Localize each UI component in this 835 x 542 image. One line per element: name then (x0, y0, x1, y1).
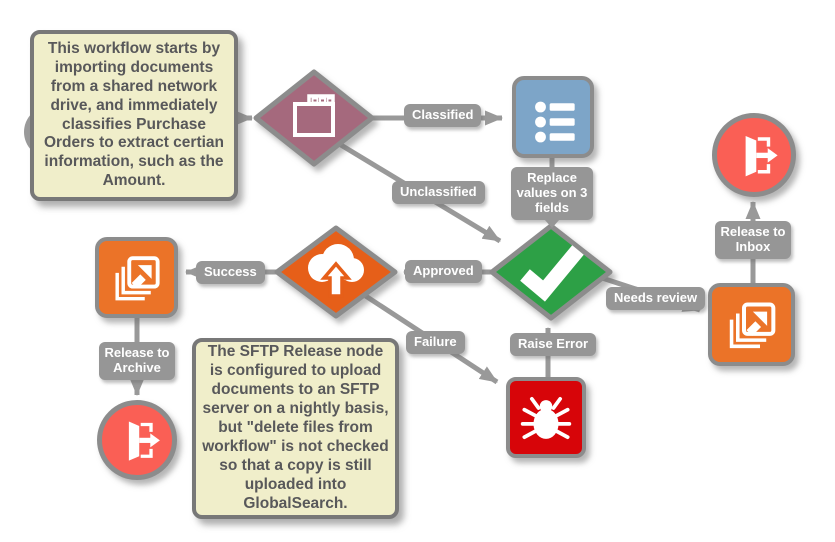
edge-label-release-to-archive: Release to Archive (99, 342, 175, 380)
node-replace-values[interactable] (512, 76, 594, 158)
cloud-upload-icon (308, 244, 364, 298)
edge-label-success: Success (196, 261, 265, 284)
node-classify[interactable] (250, 66, 378, 170)
note-workflow-start-text: This workflow starts by importing docume… (43, 39, 225, 190)
export-icon (729, 302, 775, 348)
note-sftp-release[interactable]: The SFTP Release node is configured to u… (192, 338, 399, 519)
edge-label-failure: Failure (406, 331, 465, 354)
node-archive-release[interactable] (95, 237, 178, 318)
browser-window-icon (293, 94, 335, 137)
note-workflow-start[interactable]: This workflow starts by importing docume… (30, 30, 238, 201)
export-icon (114, 255, 160, 300)
edge-label-classified: Classified (404, 104, 482, 127)
node-exit-inbox[interactable] (712, 113, 796, 197)
edge-label-replace-values: Replace values on 3 fields (511, 167, 593, 228)
check-icon (520, 245, 584, 302)
edge-label-approved: Approved (405, 260, 482, 283)
edge-label-release-to-inbox: Release to Inbox (715, 221, 791, 259)
node-inbox-release[interactable] (708, 283, 795, 366)
edge-label-needs-review: Needs review (606, 287, 706, 310)
door-exit-icon (745, 135, 778, 177)
edge-label-raise-error: Raise Error (510, 333, 597, 356)
door-exit-icon (128, 421, 160, 461)
edge-label-unclassified: Unclassified (392, 181, 485, 204)
note-sftp-release-text: The SFTP Release node is configured to u… (202, 343, 389, 512)
node-exit-archive[interactable] (97, 400, 177, 480)
list-icon (535, 101, 575, 143)
node-approval-check[interactable] (487, 219, 615, 325)
node-raise-error[interactable] (506, 377, 586, 458)
node-sftp-release[interactable] (272, 222, 400, 322)
bug-icon (520, 396, 572, 439)
